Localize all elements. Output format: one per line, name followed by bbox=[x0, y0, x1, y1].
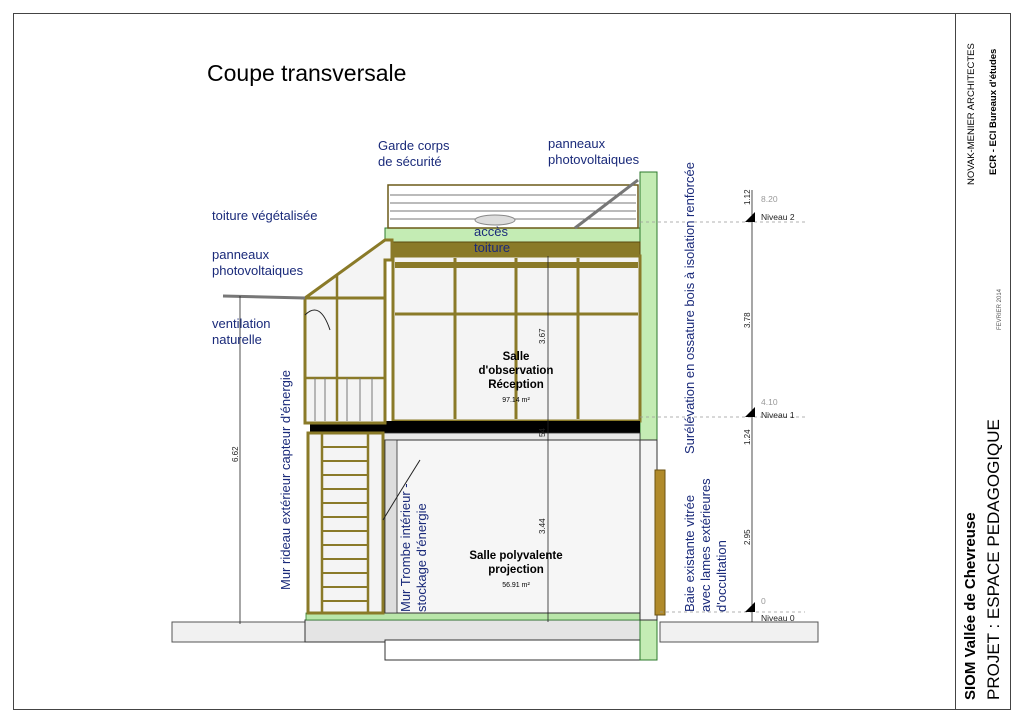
level-marker-0 bbox=[745, 602, 755, 612]
dim-upper: 3.67 bbox=[538, 328, 547, 344]
label-toiture: toiture végétalisée bbox=[212, 208, 318, 223]
roof-structure bbox=[384, 241, 641, 257]
level-2-value: 8.20 bbox=[761, 194, 778, 204]
dim-right-upper: 3.78 bbox=[743, 312, 752, 328]
level-marker-2 bbox=[745, 212, 755, 222]
cartouche-client: SIOM Vallée de Chevreuse bbox=[962, 512, 979, 700]
dim-right-top: 1.12 bbox=[743, 189, 752, 205]
sunspace bbox=[303, 296, 387, 425]
foundation-footing bbox=[384, 639, 641, 661]
label-mur-trombe: Mur Trombe intérieur -stockage d'énergie bbox=[398, 483, 429, 612]
foundation-slab bbox=[304, 619, 646, 643]
dim-right-mid: 1.24 bbox=[743, 429, 752, 445]
drawing-title: Coupe transversale bbox=[207, 60, 407, 86]
title-block bbox=[955, 13, 1011, 710]
room-upper: Salle d'observation Réception 97.14 m² bbox=[478, 351, 554, 404]
curtain-wall bbox=[306, 431, 385, 615]
cartouche-project: PROJET : ESPACE PEDAGOGIQUE bbox=[984, 419, 1003, 700]
roof-pv-panel bbox=[574, 178, 639, 230]
ground-right bbox=[659, 621, 819, 643]
dim-right-lower: 2.95 bbox=[743, 529, 752, 545]
existing-wall bbox=[639, 439, 658, 621]
dim-overall: 6.62 bbox=[231, 446, 240, 462]
cartouche-firm: NOVAK-MENIER ARCHITECTES bbox=[966, 43, 977, 185]
railing bbox=[387, 184, 639, 229]
level-1-value: 4.10 bbox=[761, 397, 778, 407]
level-marker-1 bbox=[745, 407, 755, 417]
level-2-label: Niveau 2 bbox=[761, 212, 795, 222]
sheet-frame bbox=[13, 13, 1011, 710]
green-roof bbox=[384, 227, 641, 243]
cartouche-date: FEVRIER 2014 bbox=[997, 288, 1003, 330]
lower-room bbox=[384, 439, 641, 614]
floor-slab bbox=[310, 421, 640, 433]
dim-slab: 54 bbox=[538, 428, 547, 437]
label-surelevation: Surélévation en ossature bois à isolatio… bbox=[682, 162, 697, 454]
cartouche-bureau: ECR - ECI Bureaux d'études bbox=[988, 48, 999, 175]
shading-slats bbox=[654, 469, 666, 616]
level-0-value: 0 bbox=[761, 596, 766, 606]
room-lower: Salle polyvalente projection 56.91 m² bbox=[469, 550, 563, 589]
dim-lower: 3.44 bbox=[538, 518, 547, 534]
level-1-label: Niveau 1 bbox=[761, 410, 795, 420]
label-mur-rideau: Mur rideau extérieur capteur d'énergie bbox=[278, 370, 293, 590]
level-0-label: Niveau 0 bbox=[761, 613, 795, 623]
